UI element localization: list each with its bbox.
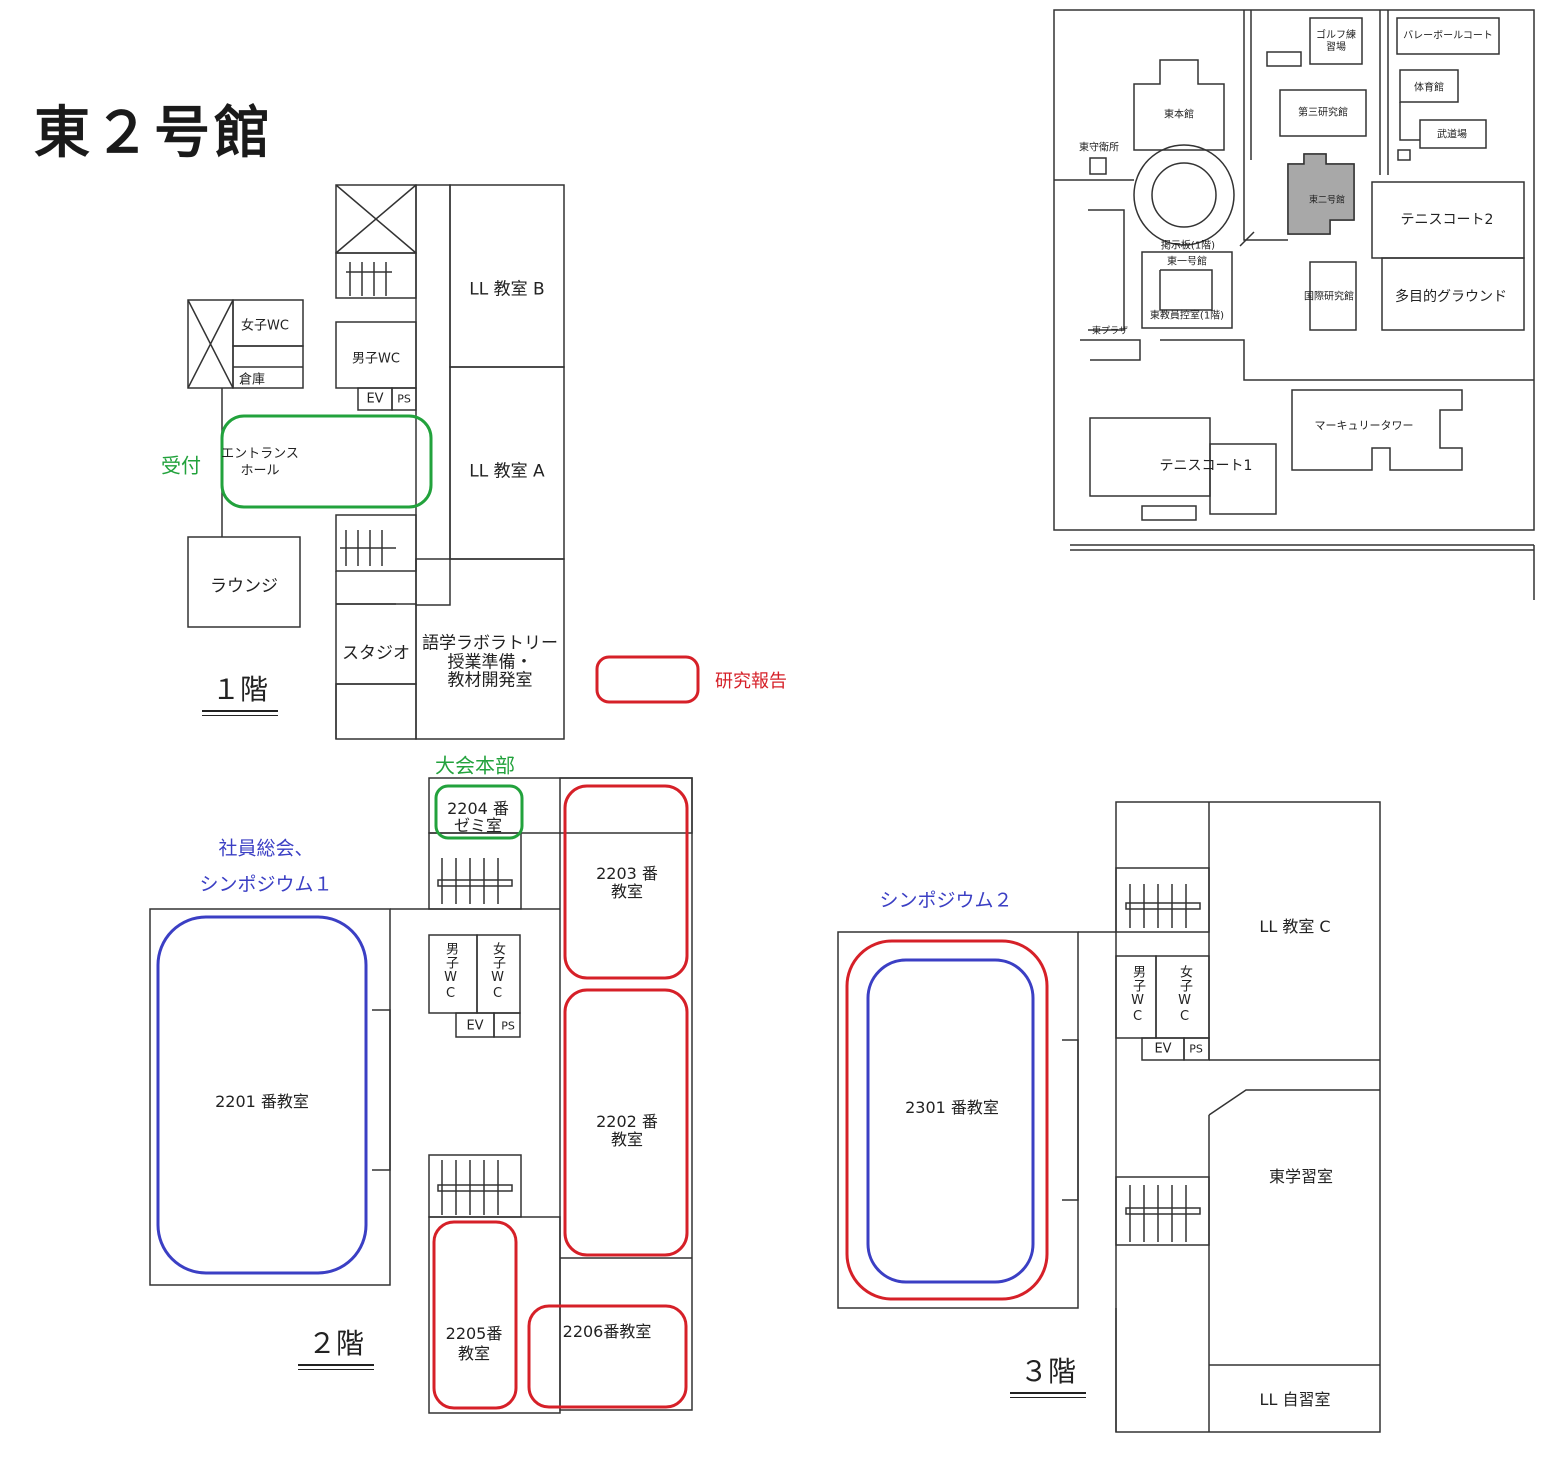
floor-2-label: ２階 <box>298 1322 375 1370</box>
page-title: 東２号館 <box>34 101 274 166</box>
campus-golf: ゴルフ練習場 <box>1316 30 1356 53</box>
campus-tennis1: テニスコート1 <box>1159 458 1253 474</box>
f1-storage-label: 倉庫 <box>238 372 266 388</box>
f3-ll-c-label: LL 教室 C <box>1259 917 1331 936</box>
r2201-marker <box>156 915 368 1275</box>
symposium2-annotation: シンポジウム２ <box>879 889 1013 912</box>
campus-higashi-honkan: 東本館 <box>1164 109 1194 121</box>
campus-mercury: マーキュリータワー <box>1314 419 1414 432</box>
f2-ev-label: EV <box>466 1018 484 1034</box>
f3-ev-label: EV <box>1154 1041 1172 1057</box>
f2-2205-line1: 2205番 <box>445 1324 503 1343</box>
f2-2204-line2: ゼミ室 <box>453 816 503 835</box>
hq-marker <box>434 784 524 840</box>
campus-kokusai: 国際研究館 <box>1304 291 1354 303</box>
campus-budojo: 武道場 <box>1437 129 1467 141</box>
f2-2201-label: 2201 番教室 <box>215 1092 309 1111</box>
r2301-red-marker <box>845 939 1049 1301</box>
campus-highlight-building <box>1287 153 1355 235</box>
campus-daisan-kenkyukan: 第三研究館 <box>1298 107 1348 119</box>
floor-3-label: ３階 <box>1010 1350 1087 1398</box>
f2-2203-line2: 教室 <box>610 882 644 901</box>
f1-ev-label: EV <box>366 391 384 407</box>
f1-ps-label: PS <box>397 392 411 406</box>
f2-2203-line1: 2203 番 <box>596 864 658 883</box>
r2206-marker <box>527 1304 688 1409</box>
f2-2206-label: 2206番教室 <box>562 1322 652 1341</box>
legend-research-report: 研究報告 <box>715 671 787 692</box>
campus-bulletin: 掲示板(1階) <box>1160 240 1216 252</box>
campus-higashi-ichigokan: 東一号館 <box>1167 256 1207 268</box>
campus-gym: 体育館 <box>1414 82 1444 94</box>
campus-tamokuteki: 多目的グラウンド <box>1395 289 1507 305</box>
f1-stair-top <box>335 252 417 299</box>
hq-annotation: 大会本部 <box>435 753 515 778</box>
f1-studio-label: スタジオ <box>342 643 410 664</box>
r2202-marker <box>563 988 689 1257</box>
campus-plaza: 東プラザ <box>1091 326 1129 337</box>
campus-tennis2: テニスコート2 <box>1400 212 1494 228</box>
campus-volleyball: バレーボールコート <box>1403 30 1493 42</box>
agm-annotation-line2: シンポジウム１ <box>199 873 333 896</box>
campus-faculty-lounge: 東教員控室(1階) <box>1149 310 1225 322</box>
f2-2202-line2: 教室 <box>610 1130 644 1149</box>
f1-entrance-line1: エントランス <box>221 446 299 462</box>
f1-lab-line3: 教材開発室 <box>447 670 533 691</box>
reception-annotation: 受付 <box>161 453 201 478</box>
f3-east-study-label: 東学習室 <box>1268 1167 1334 1186</box>
floor-1-label: １階 <box>202 668 279 716</box>
f1-lab-line2: 授業準備・ <box>447 652 533 673</box>
agm-annotation-line1: 社員総会、 <box>218 837 314 860</box>
reception-marker <box>220 414 433 509</box>
r2205-marker <box>432 1220 518 1410</box>
f1-womens-wc-label: 女子WC <box>241 318 289 334</box>
r2203-marker <box>563 784 689 980</box>
f1-ll-b-label: LL 教室 B <box>469 279 545 300</box>
f1-lab-line1: 語学ラボラトリー <box>422 633 558 654</box>
f2-mens-wc-label: 男子WC <box>443 942 458 1002</box>
f1-lounge-label: ラウンジ <box>210 576 278 597</box>
f2-womens-wc-label: 女子WC <box>490 942 505 1002</box>
campus-higashi-nigokan: 東二号館 <box>1308 195 1346 206</box>
legend-red-marker <box>595 655 700 704</box>
f3-2301-label: 2301 番教室 <box>905 1098 999 1117</box>
f3-mens-wc-label: 男子WC <box>1130 965 1145 1025</box>
f2-ps-label: PS <box>501 1019 515 1033</box>
f3-ll-self-label: LL 自習室 <box>1259 1390 1331 1409</box>
campus-guard: 東守衛所 <box>1079 142 1119 154</box>
f3-womens-wc-label: 女子WC <box>1177 965 1192 1025</box>
f1-mens-wc-label: 男子WC <box>352 351 400 367</box>
f3-ps-label: PS <box>1189 1042 1203 1056</box>
f1-entrance-line2: ホール <box>240 463 280 479</box>
f2-2202-line1: 2202 番 <box>596 1112 658 1131</box>
f1-ll-a-label: LL 教室 A <box>469 461 545 482</box>
f2-2204-line1: 2204 番 <box>447 799 509 818</box>
r2301-blue-marker <box>866 958 1035 1284</box>
f2-2205-line2: 教室 <box>457 1344 491 1363</box>
